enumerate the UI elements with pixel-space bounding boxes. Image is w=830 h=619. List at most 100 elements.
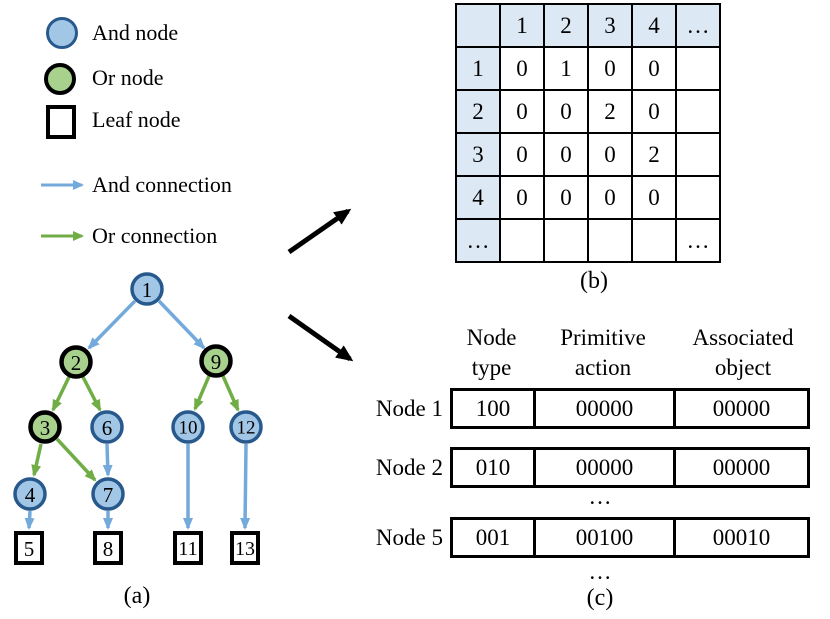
- matrix-cell: [543, 218, 589, 263]
- matrix-cell: 0: [543, 132, 589, 177]
- or-connection-3-4: [31, 443, 43, 477]
- and-connection-6-7: [102, 443, 113, 477]
- tree-leaf-label: 11: [178, 538, 197, 560]
- tree-node-label: 2: [71, 351, 82, 375]
- matrix-cell: 0: [543, 175, 589, 220]
- legend-label-and-node: And node: [92, 20, 179, 45]
- matrix-cell: 0: [543, 89, 589, 134]
- or-connection-3-7: [55, 437, 97, 482]
- matrix-cell: 0: [499, 175, 545, 220]
- matrix-cell: [499, 218, 545, 263]
- or-node-icon: [44, 63, 76, 95]
- tree-node-label: 4: [25, 483, 36, 507]
- and-connection-12-13: [240, 443, 251, 530]
- or-connection-icon: [41, 231, 84, 241]
- matrix-cell: …: [455, 218, 501, 263]
- row-label-node-5: Node 5: [375, 524, 443, 550]
- cell-associated-object: 00000: [712, 454, 771, 480]
- matrix-cell: [587, 218, 633, 263]
- flow-arrows: [287, 208, 354, 362]
- matrix-cell: 0: [587, 132, 633, 177]
- table-row: 001 00100 00010: [450, 517, 810, 558]
- panel-a-label: (a): [123, 583, 151, 609]
- matrix-cell: 0: [631, 89, 677, 134]
- legend-label-leaf-node: Leaf node: [92, 107, 181, 132]
- tree-node-label: 1: [142, 278, 153, 302]
- matrix-cell: …: [675, 218, 721, 263]
- tree-node-label: 12: [237, 418, 256, 439]
- matrix-row: … …: [455, 218, 721, 263]
- tree-node-3: [28, 410, 62, 444]
- tree-leaf-5: [14, 531, 44, 565]
- tree-node-6: [90, 410, 124, 444]
- tree-node-label: 10: [179, 418, 198, 439]
- tree-node-label: 3: [40, 416, 51, 440]
- rows-ellipsis: …: [588, 484, 612, 509]
- column-header-associated-object: Associated object: [692, 325, 794, 380]
- matrix-cell: [675, 175, 721, 220]
- tree-leaf-11: [173, 531, 203, 565]
- matrix-row: 2 0 0 2 0: [455, 89, 721, 134]
- and-or-tree: 1 2 3 4 5 6 7 8 9 10 11 12 13: [13, 272, 263, 565]
- panel-c-label: (c): [586, 585, 614, 611]
- tree-leaf-label: 8: [103, 537, 114, 561]
- cell-primitive-action: 00000: [536, 450, 676, 485]
- and-connection-4-5: [24, 510, 35, 530]
- tree-node-10: [171, 410, 205, 444]
- matrix-cell: 1: [455, 46, 501, 91]
- matrix-cell: [631, 218, 677, 263]
- matrix-cell: [455, 3, 501, 48]
- arrow-to-table-icon: [287, 313, 354, 362]
- matrix-cell: 0: [499, 89, 545, 134]
- or-connection-2-3: [51, 376, 71, 412]
- tree-leaf-8: [93, 531, 123, 565]
- cell-node-type: 001: [453, 520, 536, 555]
- table-row: 010 00000 00000: [450, 447, 810, 488]
- panel-b-label: (b): [580, 268, 608, 294]
- tree-leaf-label: 5: [24, 537, 35, 561]
- and-connection-1-9: [157, 299, 206, 350]
- matrix-row: 3 0 0 0 2: [455, 132, 721, 177]
- matrix-cell: …: [675, 3, 721, 48]
- matrix-cell: 3: [587, 3, 633, 48]
- tree-node-1: [130, 272, 164, 306]
- tree-node-9: [199, 344, 233, 378]
- matrix-cell: 0: [631, 175, 677, 220]
- matrix-cell: 0: [499, 46, 545, 91]
- cell-node-type: 010: [453, 450, 536, 485]
- matrix-cell: 4: [631, 3, 677, 48]
- tree-node-2: [59, 345, 93, 379]
- legend-label-or-node: Or node: [92, 65, 164, 90]
- and-connection-1-2: [87, 299, 137, 350]
- cell-primitive-action: 00100: [536, 520, 676, 555]
- adjacency-matrix: 1 2 3 4 … 1 0 1 0 0 2 0 0 2 0 3 0 0 0 2: [455, 3, 721, 263]
- leaf-node-icon: [46, 105, 76, 139]
- column-header-node-type: Node type: [466, 325, 517, 380]
- matrix-header-row: 1 2 3 4 …: [455, 3, 721, 48]
- or-connection-9-10: [193, 375, 211, 411]
- matrix-cell: 2: [631, 132, 677, 177]
- legend-label-and-connection: And connection: [92, 172, 232, 197]
- matrix-row: 1 0 1 0 0: [455, 46, 721, 91]
- matrix-cell: 2: [587, 89, 633, 134]
- matrix-cell: 4: [455, 175, 501, 220]
- and-connection-icon: [41, 180, 84, 190]
- tree-leaf-13: [230, 531, 260, 565]
- and-node-icon: [46, 17, 78, 49]
- or-connection-9-12: [221, 375, 240, 412]
- table-row: 100 00000 00000: [450, 388, 810, 429]
- row-label-node-1: Node 1: [375, 395, 443, 421]
- matrix-cell: [675, 46, 721, 91]
- cell-associated-object: 00000: [712, 395, 771, 421]
- tree-leaf-label: 13: [235, 538, 255, 560]
- cell-primitive-action: 00000: [536, 391, 676, 426]
- or-connection-2-6: [81, 376, 102, 412]
- tree-node-4: [13, 477, 47, 511]
- matrix-cell: 1: [543, 46, 589, 91]
- tree-node-label: 9: [211, 350, 222, 374]
- matrix-cell: 3: [455, 132, 501, 177]
- matrix-cell: 0: [499, 132, 545, 177]
- cell-associated-object: 00010: [712, 524, 771, 550]
- column-header-primitive-action: Primitive action: [560, 325, 646, 380]
